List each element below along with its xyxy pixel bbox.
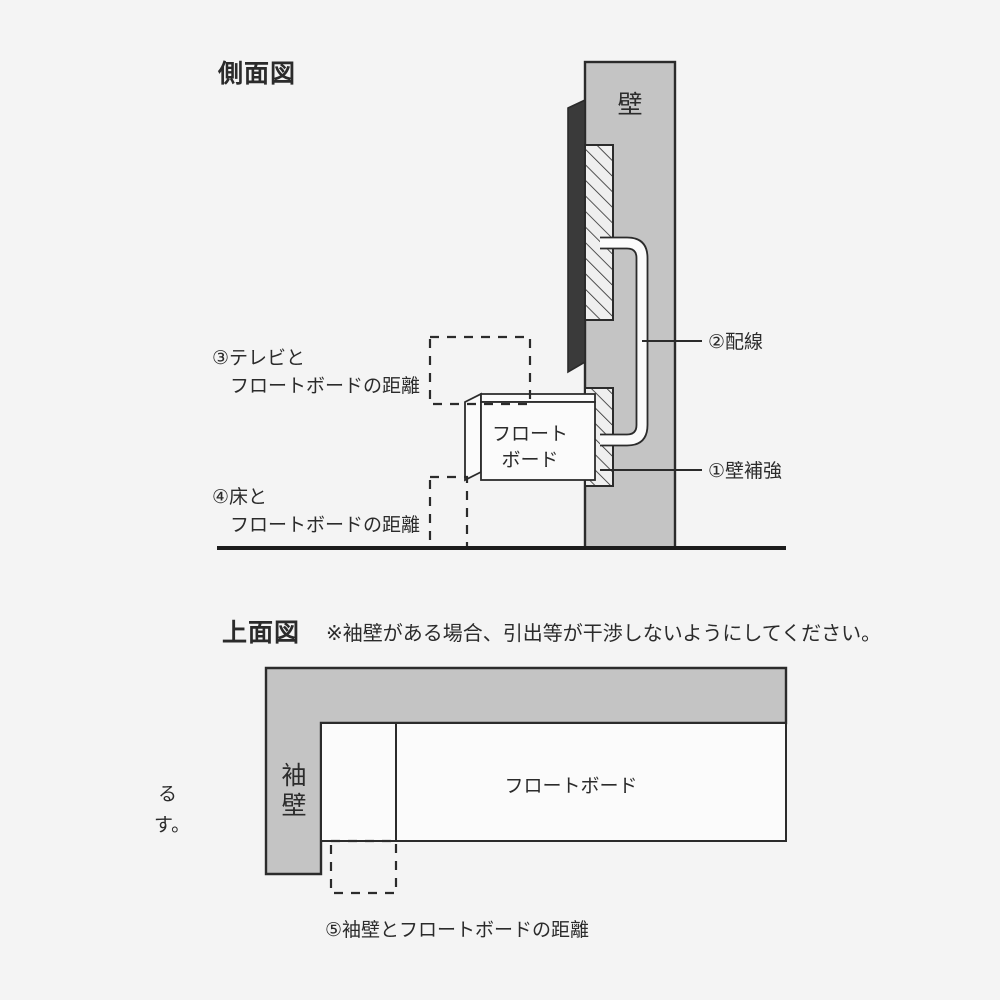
wall-reinforcement-upper <box>584 144 614 321</box>
dimension-label-3-line2: フロートボードの距離 <box>230 375 420 397</box>
callout-label-1: ①壁補強 <box>708 460 782 482</box>
clipped-text-line2: す。 <box>154 814 190 836</box>
sleeve-wall-label-line2: 壁 <box>281 791 306 820</box>
side-view-title: 側面図 <box>217 59 296 88</box>
top-view-title: 上面図 <box>222 618 300 647</box>
float-board-label-line1: フロート <box>492 423 568 445</box>
wall-label: 壁 <box>617 90 642 119</box>
tv-panel-shape <box>567 98 586 374</box>
float-board-front-face <box>480 401 596 481</box>
dimension-label-4-line2: フロートボードの距離 <box>230 514 420 536</box>
float-board-plan-label: フロートボード <box>504 775 637 797</box>
float-board-plan-shape <box>395 722 787 842</box>
float-board-label-line2: ボード <box>501 449 558 471</box>
clipped-edge-text-group: る す。 <box>154 783 190 836</box>
clearance-gap-region <box>320 722 397 842</box>
callout-label-2: ②配線 <box>708 331 763 353</box>
cable-outline-inner <box>600 247 638 436</box>
dimension-box-5 <box>329 839 398 895</box>
top-view-group: 上面図 ※袖壁がある場合、引出等が干渉しないようにしてください。 袖 壁 フロー… <box>154 618 881 941</box>
float-board-top-face <box>480 393 596 403</box>
dimension-label-3-line1: ③テレビと <box>212 347 305 369</box>
clipped-text-line1: る <box>158 783 177 805</box>
float-board-left-face <box>464 392 482 482</box>
top-view-note: ※袖壁がある場合、引出等が干渉しないようにしてください。 <box>326 621 881 645</box>
dimension-label-4-line1: ④床と <box>212 486 267 508</box>
dimension-label-5: ⑤袖壁とフロートボードの距離 <box>325 919 589 941</box>
side-view-group: 側面図 壁 フロート ボード ③テレビと <box>212 59 786 550</box>
sleeve-wall-label-line1: 袖 <box>281 761 306 790</box>
